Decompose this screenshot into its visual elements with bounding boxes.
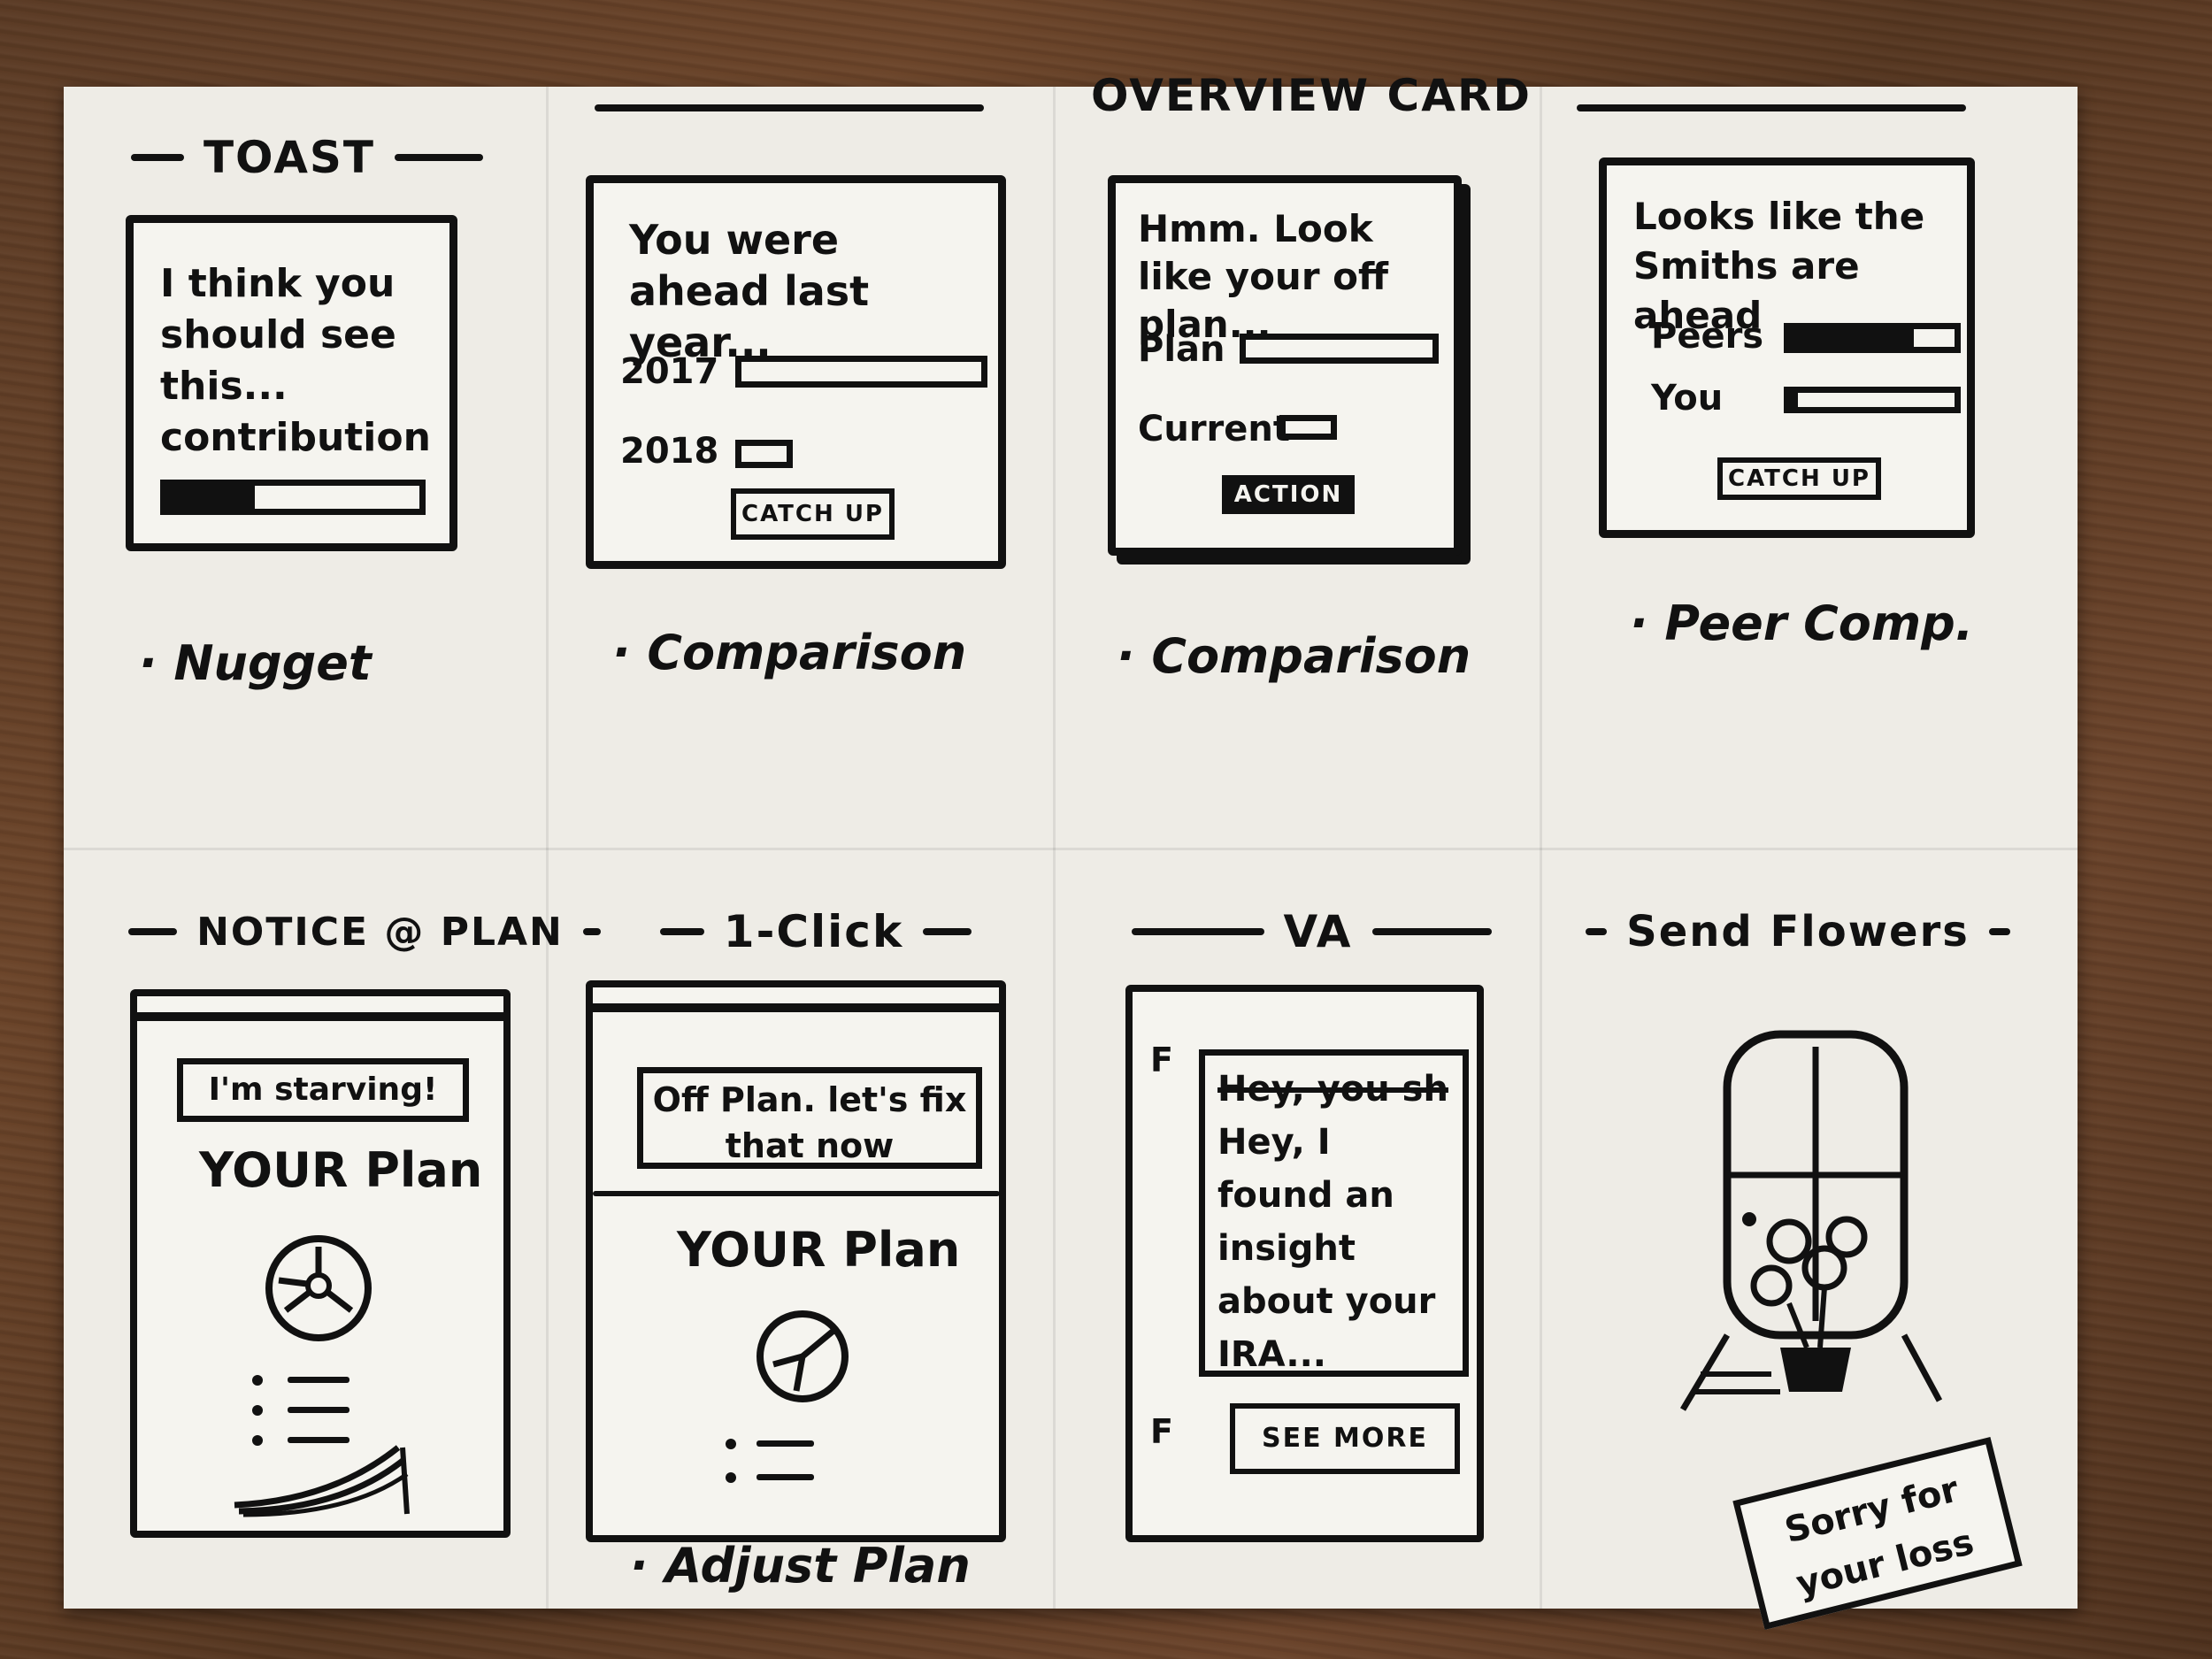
va-header: VA	[1090, 896, 1532, 967]
list-line	[757, 1474, 814, 1480]
comparison-year-message: You were ahead last year...	[629, 216, 870, 366]
app-top-bar	[137, 1012, 503, 1021]
off-plan-callout: Off Plan. let's fix that now	[637, 1067, 982, 1169]
notice-header-text: NOTICE @ PLAN	[196, 909, 564, 955]
va-avatar-marker: F	[1150, 1412, 1173, 1451]
flowers-header: Send Flowers	[1586, 896, 2010, 967]
toast-caption: · Nugget	[139, 635, 372, 691]
overview-header-line-left	[595, 99, 1568, 117]
starving-callout: I'm starving!	[177, 1058, 469, 1122]
peer-message: Looks like the Smiths are ahead	[1633, 195, 1925, 337]
fold-line	[64, 848, 2078, 850]
row-label-2017: 2017	[620, 351, 719, 392]
va-struck-text: Hey, you sh	[1217, 1069, 1448, 1110]
bar-plan	[1240, 334, 1439, 364]
list-line	[757, 1440, 814, 1447]
va-avatar-marker: F	[1150, 1041, 1173, 1079]
row-label-current: Current	[1138, 409, 1291, 449]
comparison-plan-message: Hmm. Look like your off plan...	[1138, 207, 1389, 346]
row-label-you: You	[1651, 378, 1724, 419]
your-plan-title: YOUR Plan	[199, 1142, 483, 1198]
comparison-plan-caption: · Comparison	[1117, 628, 1471, 684]
fold-line	[1053, 87, 1056, 1609]
list-line	[288, 1437, 349, 1443]
list-bullet	[252, 1435, 263, 1446]
bar-peers-fill	[1790, 329, 1914, 347]
catch-up-button[interactable]: CATCH UP	[731, 488, 895, 540]
list-line	[288, 1377, 349, 1383]
row-label-peers: Peers	[1651, 316, 1764, 357]
va-message-bubble: Hey, you sh Hey, I found an insight abou…	[1199, 1049, 1469, 1377]
pie-chart-icon	[757, 1310, 849, 1402]
notice-header: NOTICE @ PLAN	[117, 896, 612, 967]
toast-message: I think you should see this... contribut…	[160, 261, 431, 511]
fold-line	[546, 87, 549, 1609]
comparison-plan-card: Hmm. Look like your off plan... Plan Cur…	[1108, 175, 1462, 556]
peer-comparison-card: Looks like the Smiths are ahead Peers Yo…	[1599, 157, 1975, 538]
overview-card-header-text: OVERVIEW CARD	[1091, 70, 1532, 121]
va-header-text: VA	[1283, 906, 1353, 957]
oneclick-caption: · Adjust Plan	[630, 1538, 971, 1594]
contribution-gap-fill	[166, 486, 256, 509]
overview-header-line-right	[1577, 99, 2001, 117]
list-bullet	[252, 1375, 263, 1386]
list-bullet	[726, 1472, 736, 1483]
toast-header-text: TOAST	[203, 132, 376, 183]
list-bullet	[726, 1439, 736, 1449]
oneclick-header: 1-Click	[595, 896, 1037, 967]
peer-caption: · Peer Comp.	[1630, 595, 1974, 651]
va-screen: F Hey, you sh Hey, I found an insight ab…	[1125, 985, 1484, 1542]
va-message-text: Hey, I found an insight about your IRA..…	[1217, 1122, 1436, 1375]
bar-you	[1784, 387, 1961, 413]
comparison-year-caption: · Comparison	[612, 625, 967, 680]
your-plan-title: YOUR Plan	[677, 1222, 961, 1278]
contribution-gap-bar	[160, 480, 426, 515]
oneclick-header-text: 1-Click	[723, 906, 904, 957]
flowers-header-text: Send Flowers	[1626, 907, 1970, 956]
row-label-2018: 2018	[620, 431, 719, 472]
bar-peers	[1784, 323, 1961, 353]
bar-current	[1279, 415, 1337, 440]
catch-up-button[interactable]: CATCH UP	[1717, 457, 1881, 500]
pie-chart-icon	[265, 1235, 372, 1341]
bar-you-fill	[1790, 393, 1799, 407]
overview-card-header: OVERVIEW CARD	[1037, 60, 1586, 131]
fold-line	[1540, 87, 1542, 1609]
action-button[interactable]: ACTION	[1222, 475, 1355, 514]
comparison-year-card: You were ahead last year... 2017 2018 CA…	[586, 175, 1006, 569]
toast-card: I think you should see this... contribut…	[126, 215, 457, 551]
trend-chart-icon	[234, 1445, 410, 1517]
bar-2018	[735, 440, 793, 468]
sketch-paper: TOAST I think you should see this... con…	[64, 70, 2078, 1631]
list-bullet	[252, 1405, 263, 1416]
see-more-button[interactable]: SEE MORE	[1230, 1403, 1460, 1474]
oneclick-screen: Off Plan. let's fix that now YOUR Plan	[586, 980, 1006, 1542]
app-top-bar	[593, 1003, 999, 1012]
list-line	[288, 1407, 349, 1413]
door-with-flowers-icon	[1679, 1030, 1943, 1411]
toast-header: TOAST	[117, 122, 497, 193]
divider	[593, 1191, 1000, 1196]
bar-2017	[735, 356, 987, 388]
notice-plan-screen: I'm starving! YOUR Plan	[130, 989, 511, 1538]
row-label-plan: Plan	[1138, 329, 1225, 370]
